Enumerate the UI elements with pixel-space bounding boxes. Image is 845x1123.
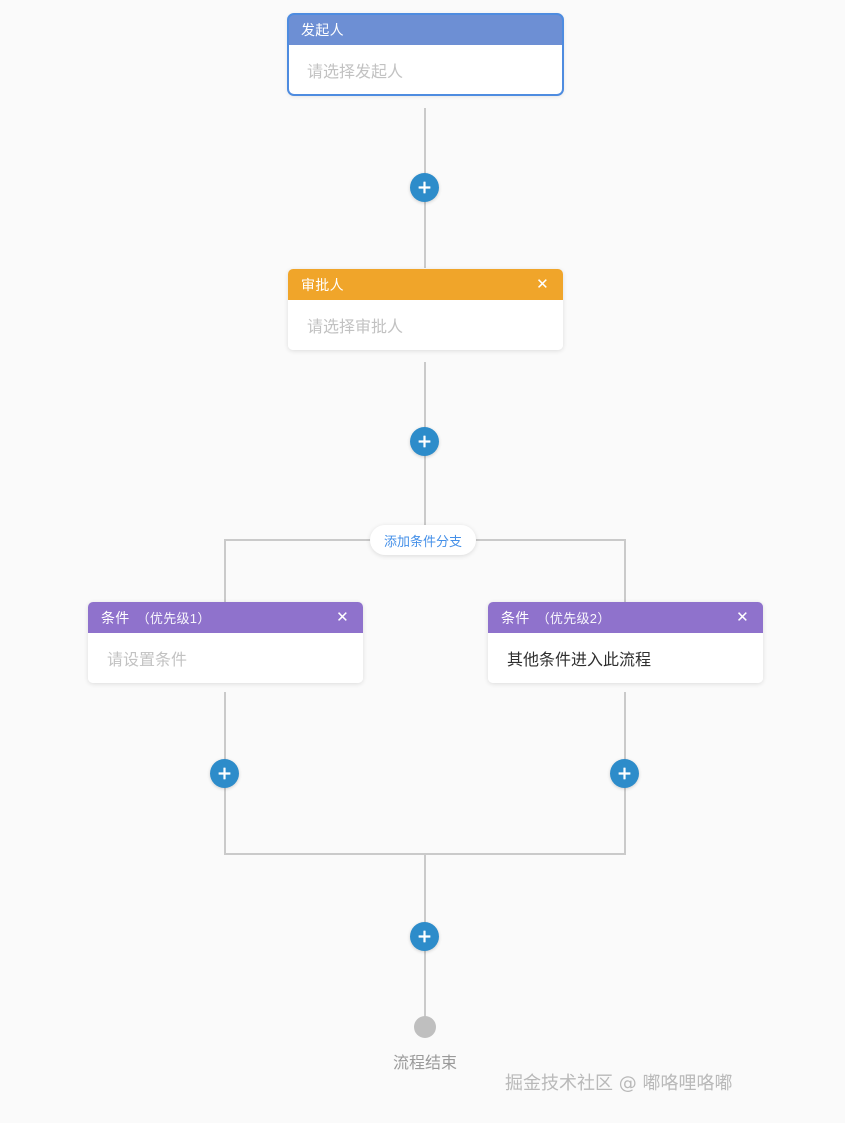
node-condition-1-body-text: 请设置条件 — [107, 652, 188, 669]
node-initiator-body-text: 请选择发起人 — [307, 64, 404, 81]
plus-icon — [618, 767, 631, 780]
add-node-button-after-merge[interactable] — [410, 922, 439, 951]
close-icon[interactable]: ✕ — [736, 609, 749, 626]
node-approver-title: 审批人 — [301, 276, 344, 293]
node-condition-2[interactable]: 条件 （优先级2） ✕ 其他条件进入此流程 — [488, 602, 763, 683]
plus-icon — [418, 930, 431, 943]
node-approver[interactable]: 审批人 ✕ 请选择审批人 — [288, 269, 563, 350]
node-condition-1-header: 条件 （优先级1） ✕ — [88, 602, 363, 633]
node-approver-header: 审批人 ✕ — [288, 269, 563, 300]
node-condition-2-header: 条件 （优先级2） ✕ — [488, 602, 763, 633]
add-node-button-branch-2[interactable] — [610, 759, 639, 788]
node-approver-body[interactable]: 请选择审批人 — [288, 300, 563, 350]
node-condition-1-priority: （优先级1） — [136, 611, 211, 626]
branch-left-drop — [224, 539, 226, 606]
node-condition-1-body[interactable]: 请设置条件 — [88, 633, 363, 683]
node-initiator-body[interactable]: 请选择发起人 — [288, 45, 563, 95]
plus-icon — [418, 181, 431, 194]
branch-right-drop — [624, 539, 626, 606]
add-node-button-after-approver[interactable] — [410, 427, 439, 456]
add-node-button-after-initiator[interactable] — [410, 173, 439, 202]
node-condition-1-title: 条件 — [101, 609, 130, 626]
node-condition-1[interactable]: 条件 （优先级1） ✕ 请设置条件 — [88, 602, 363, 683]
node-condition-2-title: 条件 — [501, 609, 530, 626]
plus-icon — [418, 435, 431, 448]
add-node-button-branch-1[interactable] — [210, 759, 239, 788]
close-icon[interactable]: ✕ — [336, 609, 349, 626]
node-condition-2-body[interactable]: 其他条件进入此流程 — [488, 633, 763, 683]
flow-end-dot — [414, 1016, 436, 1038]
node-approver-body-text: 请选择审批人 — [307, 319, 404, 336]
flow-end-label: 流程结束 — [392, 1055, 457, 1072]
node-condition-2-body-text: 其他条件进入此流程 — [507, 652, 652, 669]
close-icon[interactable]: ✕ — [536, 276, 549, 293]
node-initiator-header: 发起人 — [288, 14, 563, 45]
watermark: 掘金技术社区 @ 嘟咯哩咯嘟 — [505, 1073, 733, 1094]
node-condition-2-priority: （优先级2） — [536, 611, 611, 626]
add-condition-branch-button[interactable]: 添加条件分支 — [370, 525, 477, 555]
node-initiator[interactable]: 发起人 请选择发起人 — [287, 13, 564, 96]
node-initiator-title: 发起人 — [301, 21, 344, 38]
add-condition-branch-label: 添加条件分支 — [384, 533, 463, 549]
plus-icon — [218, 767, 231, 780]
